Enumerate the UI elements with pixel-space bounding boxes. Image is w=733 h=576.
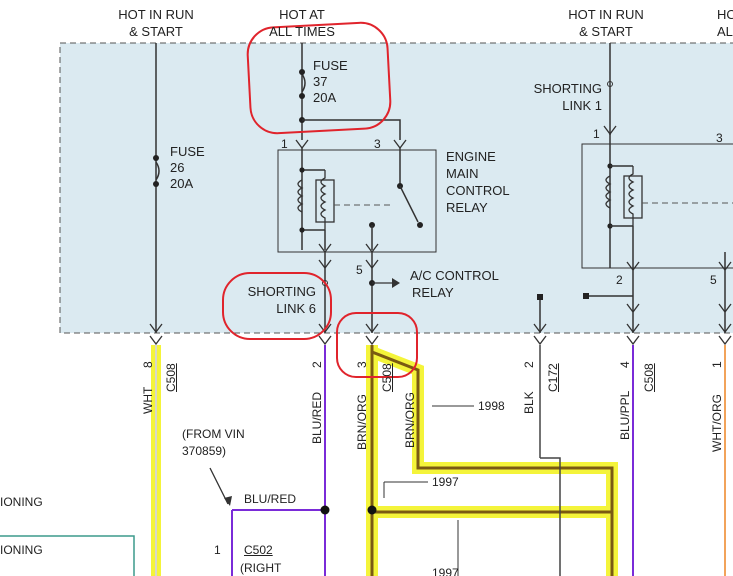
relay-pin-1: 1 bbox=[281, 137, 288, 151]
ac-relay-line1: A/C CONTROL bbox=[410, 268, 499, 283]
relay-name-line3: CONTROL bbox=[446, 183, 510, 198]
brn-org-annotation-ring bbox=[336, 312, 418, 378]
fuse26-number: 26 bbox=[170, 160, 185, 175]
header-far-right-line2: AL bbox=[717, 24, 733, 39]
fuse26-rating: 20A bbox=[170, 176, 194, 191]
left-cut-label-2: IONING bbox=[0, 543, 43, 557]
shorting-link-1-label: SHORTING LINK 1 bbox=[506, 80, 602, 114]
conn-blu-red-pin: 2 bbox=[310, 361, 324, 368]
c502-name: C502 bbox=[244, 543, 273, 557]
fuse37-label: FUSE 37 20A bbox=[313, 58, 348, 106]
header-left-run-line2: & START bbox=[129, 24, 183, 39]
relay-name-line4: RELAY bbox=[446, 200, 488, 215]
right-relay-pin-1: 1 bbox=[593, 127, 600, 141]
relay-name-line1: ENGINE bbox=[446, 149, 496, 164]
ac-relay-line2: RELAY bbox=[412, 285, 454, 300]
conn-wht-name: C508 bbox=[164, 363, 178, 392]
relay-name-line2: MAIN bbox=[446, 166, 479, 181]
component-area bbox=[59, 42, 733, 334]
c502-note: (RIGHT bbox=[240, 561, 282, 575]
shorting-link-1-line1: SHORTING bbox=[533, 81, 602, 96]
header-always-line2: ALL TIMES bbox=[269, 24, 335, 39]
wire-brn-org-2-label: BRN/ORG bbox=[403, 391, 417, 448]
wire-blk-label: BLK bbox=[522, 391, 536, 414]
header-left-run-line1: HOT IN RUN bbox=[118, 7, 194, 22]
shorting-link-6-line2: LINK 6 bbox=[276, 301, 316, 316]
header-left-run: HOT IN RUN & START bbox=[96, 6, 216, 40]
relay-pin-5: 5 bbox=[356, 263, 363, 277]
wire-wht-org-label: WHT/ORG bbox=[710, 394, 724, 452]
blu-red-branch-label: BLU/RED bbox=[244, 492, 297, 506]
fuse26-title: FUSE bbox=[170, 144, 205, 159]
header-right-run-line1: HOT IN RUN bbox=[568, 7, 644, 22]
relay-pin-3: 3 bbox=[374, 137, 381, 151]
conn-wht-pin: 8 bbox=[141, 361, 155, 368]
wire-blu-red-label: BLU/RED bbox=[310, 391, 324, 444]
wire-blu-ppl-label: BLU/PPL bbox=[618, 390, 632, 440]
c502-pin: 1 bbox=[214, 543, 221, 557]
conn-blu-ppl-pin: 4 bbox=[618, 361, 632, 368]
shorting-link-6-label: SHORTING LINK 6 bbox=[220, 283, 316, 317]
ac-control-relay-label: A/C CONTROL RELAY bbox=[410, 267, 499, 301]
shorting-link-1-line2: LINK 1 bbox=[562, 98, 602, 113]
conn-wht-org-pin: 1 bbox=[710, 361, 724, 368]
vin-note-line1: (FROM VIN bbox=[182, 427, 245, 441]
header-always: HOT AT ALL TIMES bbox=[242, 6, 362, 40]
engine-main-control-relay-label: ENGINE MAIN CONTROL RELAY bbox=[446, 148, 510, 216]
header-far-right-line1: HOT bbox=[717, 7, 733, 22]
fuse26-label: FUSE 26 20A bbox=[170, 144, 205, 192]
fuse37-rating: 20A bbox=[313, 90, 337, 105]
wire-brn-org-label: BRN/ORG bbox=[355, 393, 369, 450]
fuse37-title: FUSE bbox=[313, 58, 348, 73]
year-1998-note: 1998 bbox=[478, 399, 505, 413]
conn-brn-org-pin: 3 bbox=[355, 361, 369, 368]
conn-blk-name: C172 bbox=[546, 363, 560, 392]
wire-wht-label: WHT bbox=[141, 386, 155, 414]
header-right-run: HOT IN RUN & START bbox=[546, 6, 666, 40]
year-1997-note-b: 1997 bbox=[432, 566, 459, 576]
header-always-line1: HOT AT bbox=[279, 7, 325, 22]
left-cut-label-1: IONING bbox=[0, 495, 43, 509]
right-relay-pin-5: 5 bbox=[710, 273, 717, 287]
vin-note: (FROM VIN 370859) bbox=[182, 426, 245, 460]
conn-blu-ppl-name: C508 bbox=[642, 363, 656, 392]
conn-blk-pin: 2 bbox=[522, 361, 536, 368]
shorting-link6-annotation-ring bbox=[222, 272, 332, 340]
header-far-right: HOT AL bbox=[717, 6, 733, 40]
right-relay-pin-2: 2 bbox=[616, 273, 623, 287]
conn-brn-org-name: C508 bbox=[380, 363, 394, 392]
shorting-link-6-line1: SHORTING bbox=[247, 284, 316, 299]
fuse37-number: 37 bbox=[313, 74, 328, 89]
right-relay-pin-3: 3 bbox=[716, 131, 723, 145]
header-right-run-line2: & START bbox=[579, 24, 633, 39]
year-1997-note-a: 1997 bbox=[432, 475, 459, 489]
vin-note-line2: 370859) bbox=[182, 444, 227, 458]
